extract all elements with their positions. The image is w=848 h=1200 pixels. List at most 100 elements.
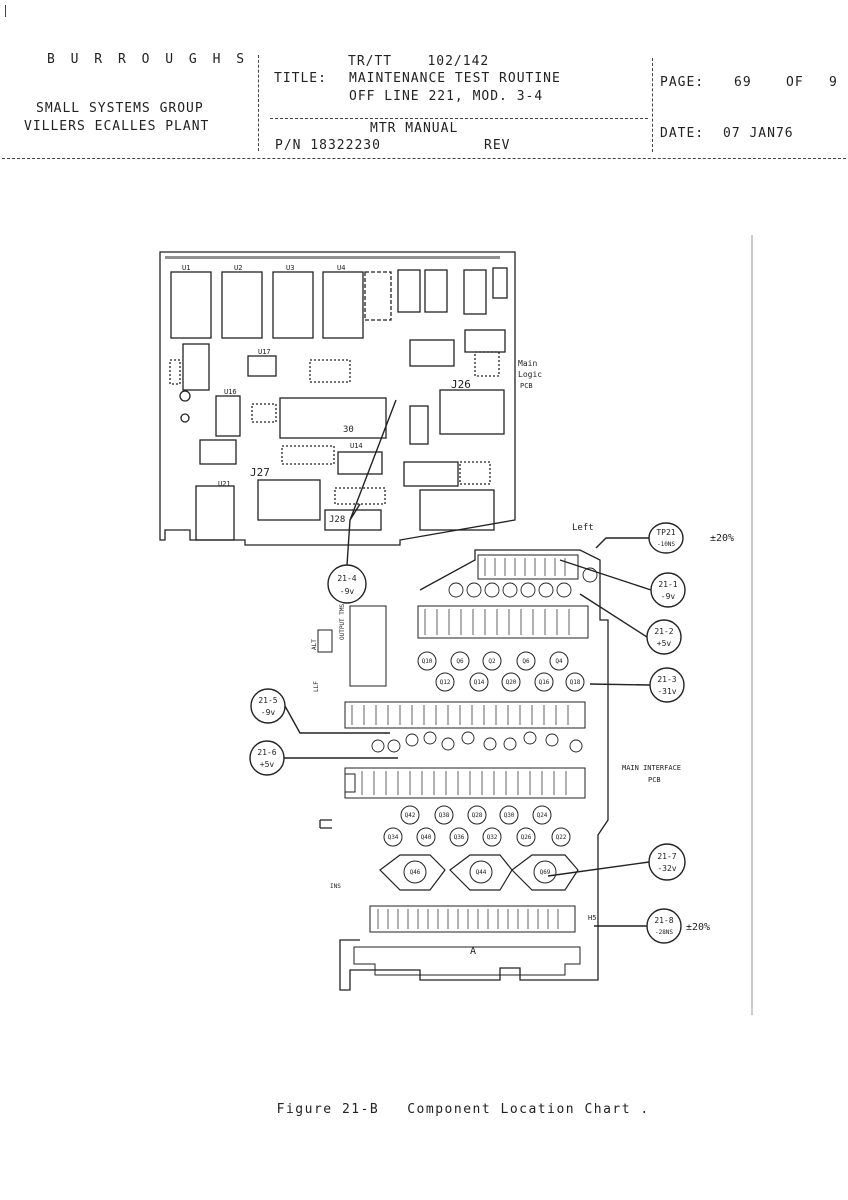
main-interface-pcb — [317, 549, 609, 991]
interface-pcb-title-2: PCB — [648, 776, 661, 784]
figure-number: Figure 21-B — [276, 1102, 380, 1117]
page-label: PAGE: — [660, 75, 705, 90]
tp-21-1-id: 21-1 — [658, 580, 677, 589]
part-number: P/N 18322230 — [275, 138, 381, 153]
tp-21-3-id: 21-3 — [657, 675, 676, 684]
tp-21-8-id: 21-8 — [654, 916, 673, 925]
svg-text:Q28: Q28 — [472, 812, 483, 819]
svg-text:Q44: Q44 — [476, 869, 487, 876]
tp-21-3-value: -31v — [657, 687, 676, 696]
svg-text:Q32: Q32 — [487, 834, 498, 841]
tp-21-2-id: 21-2 — [654, 627, 673, 636]
label-output: OUTPUT TMS — [339, 603, 346, 640]
tp-21-5-id: 21-5 — [258, 696, 277, 705]
tp-21-5-value: -9v — [261, 708, 276, 717]
tp-21-4-value: -9v — [340, 587, 355, 596]
tp-21-6-value: +5v — [260, 760, 275, 769]
title-label: TITLE: — [274, 71, 327, 86]
tp-21-8-value: -28NS — [655, 929, 673, 936]
label-30: 30 — [343, 425, 354, 435]
svg-text:Q34: Q34 — [388, 834, 399, 841]
svg-text:Q12: Q12 — [440, 679, 451, 686]
connector-j26: J26 — [451, 378, 471, 391]
test-point-labels: TP21 -10NS ±20% 21-1 -9v 21-2 +5v 21-3 -… — [257, 528, 734, 936]
main-logic-pcb — [159, 251, 516, 546]
title-line-1: MAINTENANCE TEST ROUTINE — [349, 71, 561, 86]
header-divider-right — [652, 58, 653, 152]
page-total: 9 — [829, 75, 838, 90]
page-of-label: OF — [786, 75, 804, 90]
figure-title: Component Location Chart . — [407, 1102, 650, 1117]
tp-21-7-id: 21-7 — [657, 852, 676, 861]
date-value: 07 JAN76 — [723, 126, 794, 141]
svg-text:Q20: Q20 — [506, 679, 517, 686]
doc-code: TR/TT 102/142 — [348, 54, 490, 69]
svg-text:Q14: Q14 — [474, 679, 485, 686]
svg-text:Q42: Q42 — [405, 812, 416, 819]
header-inner-rule — [270, 118, 648, 119]
title-line-2: OFF LINE 221, MOD. 3-4 — [349, 89, 544, 104]
svg-text:Q40: Q40 — [421, 834, 432, 841]
interface-transistor-labels: Q10 Q6 Q2 Q6 Q4 Q12 Q14 Q20 Q16 Q18 Q42 … — [388, 658, 581, 876]
logic-board-labels: U1 U2 U3 U4 U16 U17 U21 U14 — [182, 264, 363, 488]
svg-text:Q16: Q16 — [539, 679, 550, 686]
svg-text:Q6: Q6 — [522, 658, 530, 665]
label-ins: INS — [330, 883, 341, 890]
chip-u4: U4 — [337, 264, 345, 272]
label-h5: H5 — [588, 914, 596, 922]
tp21-value: -10NS — [657, 541, 675, 548]
svg-text:Q69: Q69 — [540, 869, 551, 876]
group-name: SMALL SYSTEMS GROUP — [36, 101, 204, 116]
svg-text:Q30: Q30 — [504, 812, 515, 819]
rev-label: REV — [484, 138, 511, 153]
svg-text:Q10: Q10 — [422, 658, 433, 665]
tp-21-4-id: 21-4 — [337, 574, 356, 583]
svg-text:Q36: Q36 — [454, 834, 465, 841]
manual-name: MTR MANUAL — [370, 121, 459, 136]
svg-text:Q26: Q26 — [521, 834, 532, 841]
figure-caption: Figure 21-B Component Location Chart . — [258, 1087, 650, 1117]
svg-text:Q46: Q46 — [410, 869, 421, 876]
svg-text:Q38: Q38 — [439, 812, 450, 819]
date-label: DATE: — [660, 126, 705, 141]
svg-text:Q22: Q22 — [556, 834, 567, 841]
chip-u14: U14 — [350, 442, 363, 450]
svg-text:Q4: Q4 — [555, 658, 563, 665]
svg-text:Q24: Q24 — [537, 812, 548, 819]
chip-u21: U21 — [218, 480, 231, 488]
logic-pcb-title-1: Main — [518, 359, 537, 368]
tp-21-8-tolerance: ±20% — [686, 922, 710, 933]
chip-u2: U2 — [234, 264, 242, 272]
tp-21-2-value: +5v — [657, 639, 672, 648]
logic-pcb-title-3: PCB — [520, 382, 533, 390]
tp-21-1-value: -9v — [661, 592, 676, 601]
label-alt: ALT — [311, 639, 318, 650]
company-name: B U R R O U G H S — [47, 52, 249, 67]
chip-u16: U16 — [224, 388, 237, 396]
header-bottom-rule — [2, 158, 846, 159]
tp21-id: TP21 — [656, 528, 675, 537]
interface-transistors — [383, 651, 585, 884]
top-pin-row — [165, 256, 500, 259]
tp-21-6-id: 21-6 — [257, 748, 276, 757]
label-llf: LLF — [313, 681, 320, 692]
connector-j27: J27 — [250, 466, 270, 479]
plant-name: VILLERS ECALLES PLANT — [24, 119, 210, 134]
logic-pcb-title-2: Logic — [518, 370, 542, 379]
chip-u17: U17 — [258, 348, 271, 356]
chip-u1: U1 — [182, 264, 190, 272]
chip-u3: U3 — [286, 264, 294, 272]
tp21-tolerance: ±20% — [710, 533, 734, 544]
svg-text:Q2: Q2 — [488, 658, 496, 665]
page-number: 69 — [734, 75, 752, 90]
svg-text:Q18: Q18 — [570, 679, 581, 686]
header-divider-left — [258, 55, 259, 151]
interface-pcb-title-1: MAIN INTERFACE — [622, 764, 681, 772]
test-point-callouts — [249, 399, 686, 944]
page-edge-mark — [5, 5, 6, 17]
connector-j28: J28 — [329, 515, 345, 525]
svg-text:Q6: Q6 — [456, 658, 464, 665]
left-label: Left — [572, 523, 594, 533]
connector-a-label: A — [470, 946, 476, 957]
